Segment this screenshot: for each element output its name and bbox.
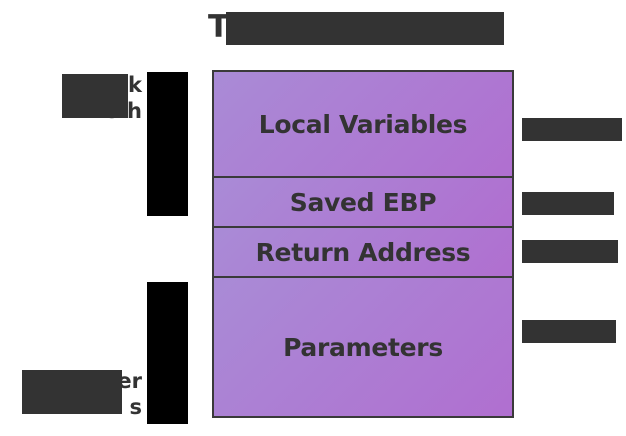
right-annotation-2-redaction-bar: [522, 192, 614, 215]
right-annotation-4-redaction-bar: [522, 320, 616, 343]
left-annotation-stack-growth-line1: k: [128, 73, 142, 97]
right-annotation-3-redaction-bar: [522, 240, 618, 263]
stack-growth-redaction-bar: [62, 74, 128, 118]
stack-frame-column: Local Variables Saved EBP Return Address…: [212, 70, 514, 418]
higher-addresses-redaction-bar: [22, 370, 122, 414]
title-redaction-bar: [226, 12, 504, 45]
stack-block-parameters: Parameters: [214, 278, 512, 416]
right-annotation-1-redaction-bar: [522, 118, 622, 141]
address-direction-arrow-icon: [147, 282, 188, 424]
stack-block-local-variables: Local Variables: [214, 72, 512, 178]
stack-block-return-address: Return Address: [214, 228, 512, 278]
stack-block-saved-ebp: Saved EBP: [214, 178, 512, 228]
stack-growth-arrow-icon: [147, 72, 188, 216]
